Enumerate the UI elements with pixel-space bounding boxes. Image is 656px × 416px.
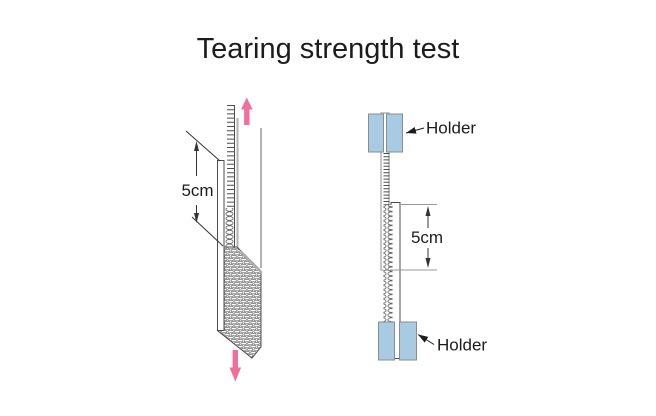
front-leg-strip	[217, 160, 225, 331]
holder-bottom-left-jaw	[378, 321, 395, 361]
right-figure-clamped-specimen: 5cm Holder Holder	[368, 112, 487, 361]
torn-edge-coil	[383, 205, 393, 323]
holder-top	[368, 113, 403, 153]
dimension-arrowhead-down-icon	[194, 213, 199, 223]
holder-bottom-label: Holder	[437, 336, 487, 355]
pull-down-arrow-icon	[229, 350, 242, 382]
holder-top-label: Holder	[426, 119, 476, 138]
dimension-arrowhead-up-icon	[194, 141, 199, 151]
holder-top-leader-arrow-icon	[405, 127, 425, 134]
holder-bottom-leader-arrow-icon	[417, 334, 435, 345]
page-title: Tearing strength test	[196, 33, 460, 65]
dimension-arrowhead-up-icon	[425, 206, 431, 216]
holder-bottom-right-jaw	[399, 321, 417, 361]
holder-bottom	[378, 321, 417, 361]
pull-up-arrow-icon	[241, 97, 253, 125]
dimension-extension-line-top	[185, 130, 221, 162]
right-dimension: 5cm	[390, 204, 443, 271]
dimension-extension-line-bottom	[191, 216, 224, 247]
left-figure-torn-specimen: 5cm	[181, 97, 263, 382]
torn-fibre-coil	[224, 208, 235, 250]
left-dimension: 5cm	[181, 130, 224, 247]
right-dimension-label: 5cm	[411, 228, 443, 247]
mesh-shadow-edge	[239, 250, 263, 274]
left-dimension-label: 5cm	[181, 181, 213, 200]
holder-top-left-jaw	[368, 113, 384, 153]
dimension-arrowhead-down-icon	[425, 258, 431, 268]
holder-top-right-jaw	[386, 113, 403, 153]
